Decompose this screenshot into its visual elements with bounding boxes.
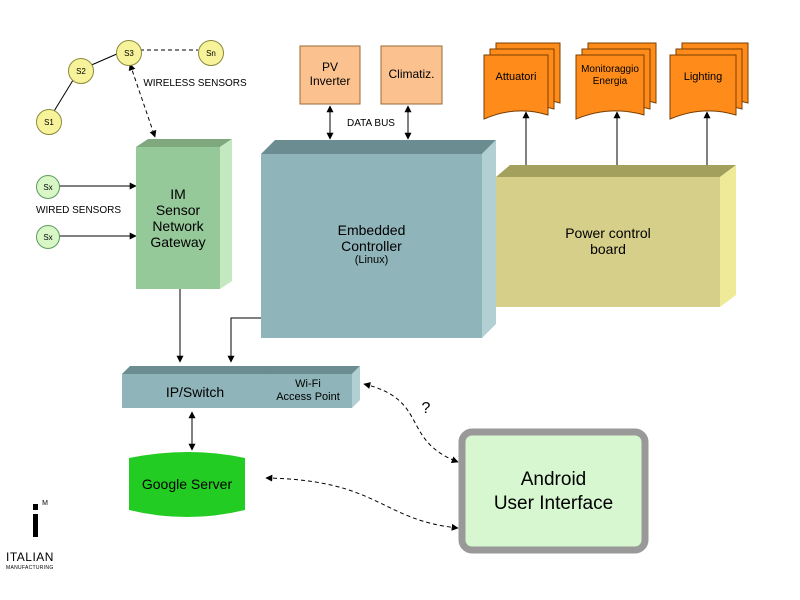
- logo-i-stem: [33, 514, 38, 537]
- sensor-s2-node: S2: [68, 58, 94, 84]
- wifi-android-link: [363, 382, 459, 464]
- data-bus-label: DATA BUS: [347, 118, 395, 129]
- wired-sensor-2-node: Sx: [36, 225, 60, 249]
- s3-gateway-arrow: [128, 63, 157, 138]
- climatiz-label: Climatiz.: [388, 67, 435, 81]
- sensor-gateway-box: [136, 139, 232, 289]
- google-android-link: [265, 474, 459, 531]
- android-ui-label: Android User Interface: [493, 469, 614, 514]
- sensor-sn-node: Sn: [198, 40, 224, 66]
- power-board-label: Power control board: [565, 225, 651, 258]
- climatiz-box: [380, 45, 443, 105]
- attuatori-doc-stack: [483, 42, 561, 120]
- wired-sensor-1-node: Sx: [36, 175, 60, 199]
- pv-inverter-label: PV Inverter: [309, 60, 351, 88]
- ip-switch-label: IP/Switch: [165, 384, 225, 400]
- lighting-label: Lighting: [683, 71, 723, 83]
- sensor-s3-node: S3: [116, 40, 142, 66]
- monitoraggio-label: Monitoraggio Energia: [581, 64, 639, 87]
- monitoraggio-doc-stack: [575, 42, 657, 120]
- logo-word: ITALIAN: [6, 550, 54, 564]
- wireless-sensors-label: WIRELESS SENSORS: [143, 78, 247, 89]
- ip-switch-box: [122, 366, 276, 408]
- controller-label: Embedded Controller (Linux): [337, 222, 406, 267]
- embedded-controller-box: [261, 140, 496, 338]
- wired-sensors-label: WIRED SENSORS: [36, 205, 122, 216]
- logo-i-dot: [33, 504, 38, 510]
- google-server-label: Google Server: [141, 476, 233, 492]
- logo-sub: MANUFACTURING: [6, 565, 54, 571]
- question-mark: ?: [421, 400, 431, 417]
- gateway-label: IM Sensor Network Gateway: [150, 186, 206, 251]
- google-server-shape: [129, 452, 245, 517]
- android-ui-box: [458, 428, 649, 554]
- attuatori-label: Attuatori: [495, 71, 537, 83]
- lighting-doc-stack: [669, 42, 749, 120]
- wifi-label: Wi-Fi Access Point: [276, 378, 340, 403]
- power-board-box: [496, 165, 736, 307]
- controller-switch-arrow: [227, 317, 261, 363]
- pv-inverter-box: [299, 45, 361, 105]
- wifi-box: [264, 366, 360, 408]
- logo-superscript: M: [42, 500, 48, 507]
- sensor-s1-node: S1: [36, 109, 62, 135]
